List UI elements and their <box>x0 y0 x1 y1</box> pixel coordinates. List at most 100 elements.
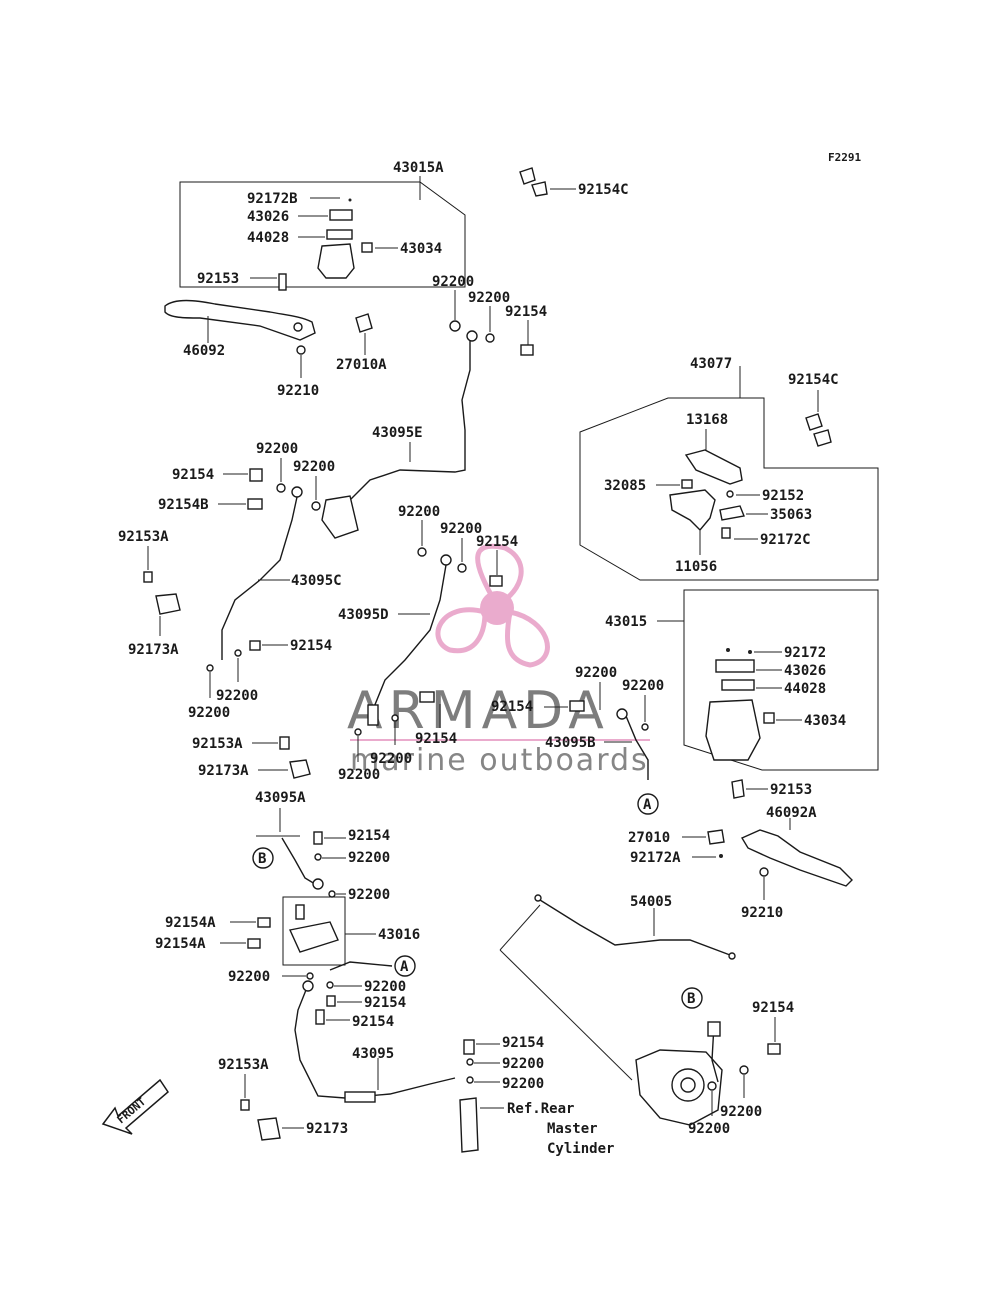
part-label[interactable]: 92153A <box>218 1057 269 1073</box>
part-label[interactable]: 92200 <box>188 705 230 721</box>
part-label[interactable]: 92172 <box>784 645 826 661</box>
rear-master-cylinder-icon <box>459 1097 479 1153</box>
part-label[interactable]: 43095E <box>372 425 423 441</box>
part-label[interactable]: 92153A <box>118 529 169 545</box>
part-label[interactable]: 43095A <box>255 790 306 806</box>
part-label[interactable]: 92154 <box>352 1014 394 1030</box>
part-label[interactable]: 92200 <box>370 751 412 767</box>
part-label[interactable]: 43095C <box>291 573 342 589</box>
washer-icon <box>739 1065 749 1075</box>
part-label[interactable]: 43095B <box>545 735 596 751</box>
part-label[interactable]: 92200 <box>293 459 335 475</box>
part-label[interactable]: 92210 <box>741 905 783 921</box>
part-label[interactable]: 92200 <box>398 504 440 520</box>
brake-hose-joint-icon <box>321 495 359 539</box>
part-label[interactable]: 54005 <box>630 894 672 910</box>
part-label[interactable]: 92153A <box>192 736 243 752</box>
part-label[interactable]: 43015 <box>605 614 647 630</box>
part-label[interactable]: 92154A <box>165 915 216 931</box>
part-label[interactable]: 92200 <box>440 521 482 537</box>
part-label[interactable]: 92154 <box>476 534 518 550</box>
part-label[interactable]: 92172C <box>760 532 811 548</box>
part-label[interactable]: 92154C <box>578 182 629 198</box>
part-label[interactable]: 92200 <box>338 767 380 783</box>
part-label[interactable]: 92154 <box>491 699 533 715</box>
bolt-icon <box>143 571 153 583</box>
master-cylinder-body-icon <box>705 699 761 761</box>
part-label[interactable]: 27010A <box>336 357 387 373</box>
washer-icon <box>276 483 286 493</box>
part-label[interactable]: 44028 <box>247 230 289 246</box>
bolt-icon <box>240 1099 250 1111</box>
part-label[interactable]: 32085 <box>604 478 646 494</box>
part-label[interactable]: 92200 <box>688 1121 730 1137</box>
banjo-bolt-icon <box>315 1009 325 1025</box>
part-label[interactable]: 92153 <box>197 271 239 287</box>
part-label[interactable]: 35063 <box>770 507 812 523</box>
part-label[interactable]: 92200 <box>216 688 258 704</box>
brake-hose-43095 <box>294 989 456 1099</box>
part-label[interactable]: 43016 <box>378 927 420 943</box>
part-label[interactable]: 92173A <box>198 763 249 779</box>
part-label[interactable]: 43026 <box>247 209 289 225</box>
part-label[interactable]: 92200 <box>468 290 510 306</box>
washer-icon <box>311 501 321 511</box>
part-label[interactable]: 92154 <box>364 995 406 1011</box>
plate-icon <box>719 505 745 521</box>
part-label[interactable]: 92172A <box>630 850 681 866</box>
part-label[interactable]: 92200 <box>348 850 390 866</box>
part-label[interactable]: 27010 <box>628 830 670 846</box>
banjo-bolt-icon <box>247 938 261 949</box>
part-label[interactable]: 92154B <box>158 497 209 513</box>
part-label[interactable]: 92154 <box>290 638 332 654</box>
group-box-43077 <box>579 397 879 581</box>
group-box-43016 <box>282 896 346 966</box>
part-label[interactable]: 43034 <box>804 713 846 729</box>
part-label[interactable]: 92200 <box>228 969 270 985</box>
part-label[interactable]: 92200 <box>720 1104 762 1120</box>
part-label[interactable]: 43026 <box>784 663 826 679</box>
part-label[interactable]: 92173A <box>128 642 179 658</box>
part-label[interactable]: 92152 <box>762 488 804 504</box>
part-label[interactable]: 43095 <box>352 1046 394 1062</box>
connection-callout-B <box>681 987 703 1009</box>
part-label[interactable]: 92172B <box>247 191 298 207</box>
watermark-tagline: marine outboards <box>350 743 649 778</box>
part-label[interactable]: 92200 <box>502 1076 544 1092</box>
part-label[interactable]: 92154A <box>155 936 206 952</box>
pivot-bolt-icon <box>278 273 287 291</box>
part-label[interactable]: 92154 <box>505 304 547 320</box>
part-label[interactable]: 13168 <box>686 412 728 428</box>
part-label[interactable]: 92200 <box>502 1056 544 1072</box>
part-label[interactable]: 43077 <box>690 356 732 372</box>
part-label[interactable]: 92153 <box>770 782 812 798</box>
part-label[interactable]: 11056 <box>675 559 717 575</box>
part-label[interactable]: 92200 <box>348 887 390 903</box>
part-label[interactable]: 92154 <box>348 828 390 844</box>
clamp-icon <box>289 759 311 779</box>
banjo-bolt-icon <box>313 831 323 845</box>
part-label[interactable]: 92200 <box>432 274 474 290</box>
bleeder-valve-icon <box>519 167 536 185</box>
part-label[interactable]: 92200 <box>622 678 664 694</box>
part-label[interactable]: 92200 <box>364 979 406 995</box>
watermark: ARMADA marine outboards <box>347 543 650 778</box>
part-label[interactable]: 92154 <box>752 1000 794 1016</box>
part-label[interactable]: 92200 <box>575 665 617 681</box>
part-label[interactable]: 46092A <box>766 805 817 821</box>
part-label[interactable]: 92154C <box>788 372 839 388</box>
part-label[interactable]: 43034 <box>400 241 442 257</box>
part-label[interactable]: 92154 <box>172 467 214 483</box>
part-label[interactable]: 92173 <box>306 1121 348 1137</box>
part-label[interactable]: 43015A <box>393 160 444 176</box>
part-label[interactable]: 92154 <box>502 1035 544 1051</box>
bolt-icon <box>279 736 290 750</box>
part-label[interactable]: 92154 <box>415 731 457 747</box>
part-label[interactable]: 43095D <box>338 607 389 623</box>
part-label[interactable]: 44028 <box>784 681 826 697</box>
part-label[interactable]: 92210 <box>277 383 319 399</box>
part-label[interactable]: 46092 <box>183 343 225 359</box>
parking-cable-54005 <box>539 899 731 956</box>
group-box-43015 <box>683 589 879 771</box>
part-label[interactable]: 92200 <box>256 441 298 457</box>
